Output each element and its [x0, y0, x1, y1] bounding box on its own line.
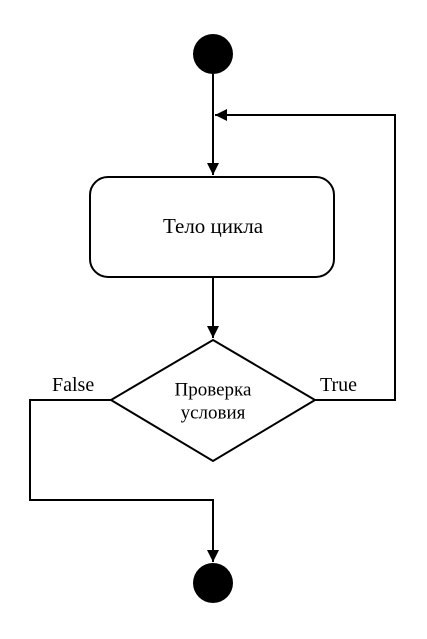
loop-body-label: Тело цикла — [163, 214, 264, 238]
false-edge-label: False — [52, 374, 94, 396]
false-exit-arrow — [29, 399, 219, 562]
start-node — [193, 34, 233, 74]
condition-label-line1: Проверка — [175, 379, 252, 400]
condition-label-line2: условия — [181, 402, 246, 423]
true-loop-back-arrow — [215, 109, 396, 401]
end-node — [193, 563, 233, 603]
condition-diamond — [109, 338, 317, 463]
true-edge-label: True — [320, 374, 357, 396]
